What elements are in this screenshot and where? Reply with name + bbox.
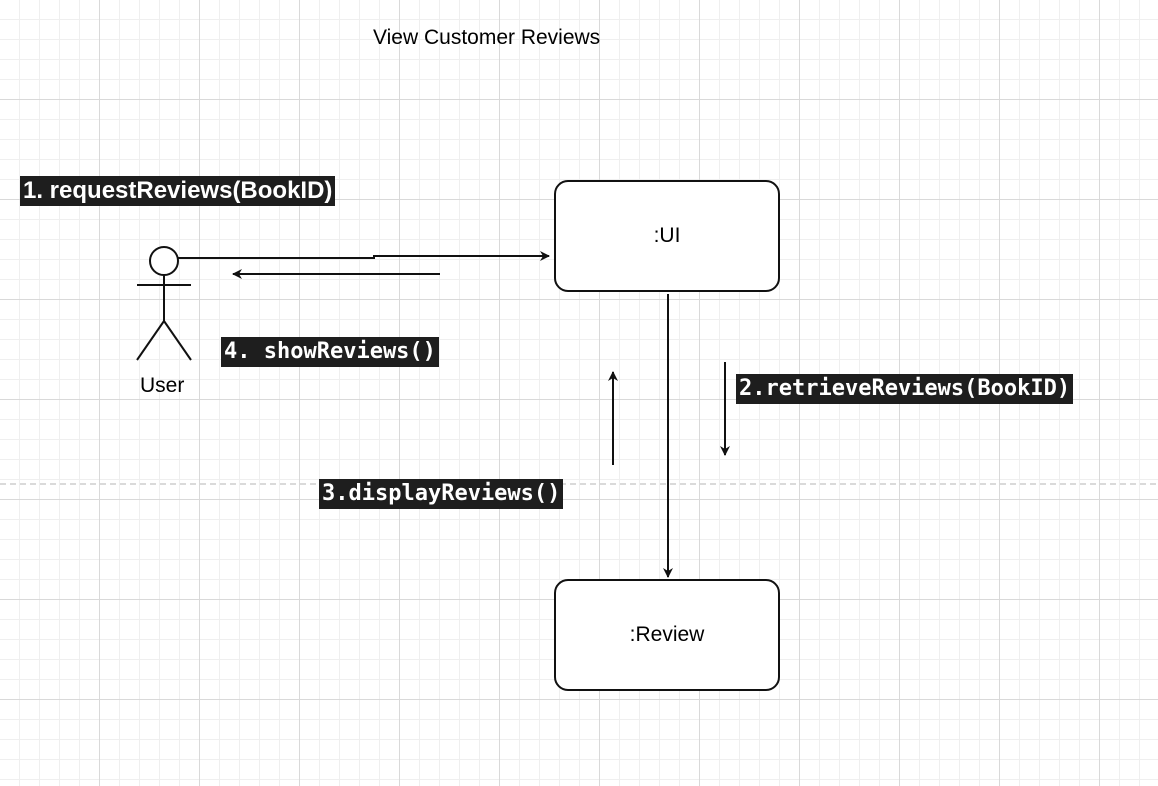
actor-head-icon — [149, 246, 179, 276]
message-1-label: 1. requestReviews(BookID) — [20, 176, 336, 206]
ui-object-box[interactable]: :UI — [554, 180, 780, 292]
message-2-label: 2.retrieveReviews(BookID) — [736, 374, 1074, 404]
actor-stick-figure — [136, 246, 192, 361]
actor-label: User — [140, 374, 185, 397]
diagram-title: View Customer Reviews — [373, 26, 601, 49]
link-user-to-ui — [178, 251, 550, 261]
actor-right-leg — [163, 320, 192, 361]
message-4-label: 4. showReviews() — [221, 337, 439, 367]
review-object-box[interactable]: :Review — [554, 579, 780, 691]
message-3-label: 3.displayReviews() — [319, 479, 564, 509]
actor-left-leg — [136, 320, 165, 361]
ui-object-label: :UI — [653, 224, 681, 247]
review-object-label: :Review — [629, 623, 705, 646]
